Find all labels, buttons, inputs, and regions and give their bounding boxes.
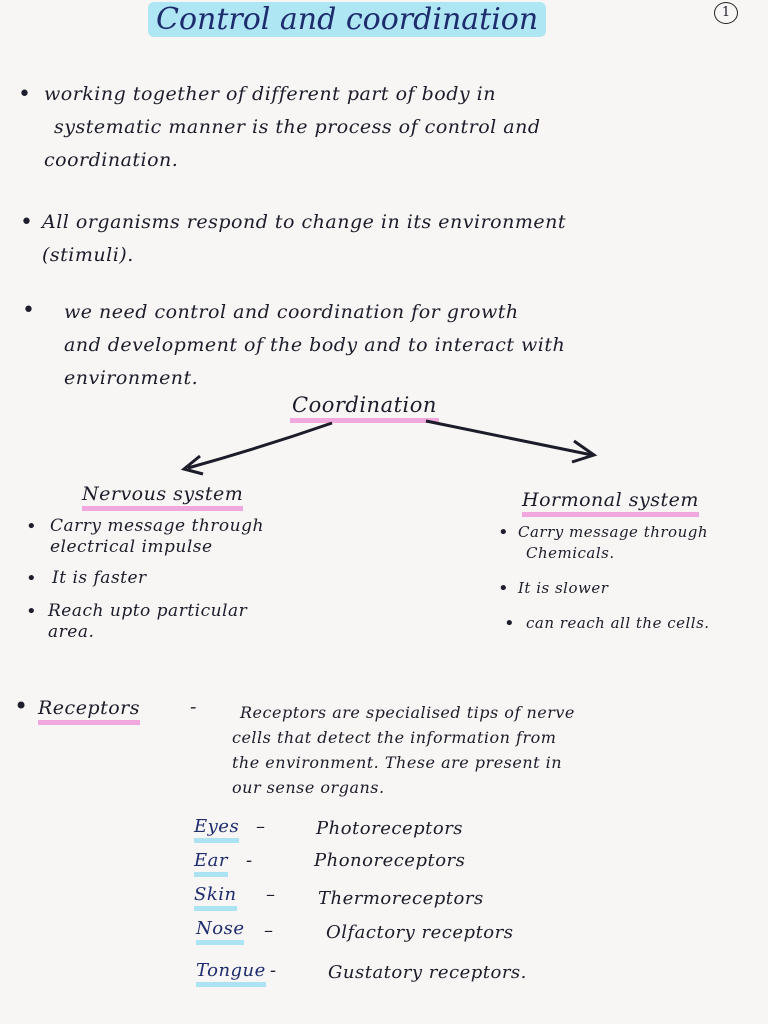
bullet-dot: • <box>498 578 509 599</box>
receptors-term: Receptors <box>38 696 141 725</box>
diagram-root-label: Coordination <box>290 392 439 423</box>
row-dash: – <box>266 884 276 905</box>
point-1: working together of different part of bo… <box>44 78 541 177</box>
nervous-item: • Reach upto particular area. <box>26 601 264 643</box>
row-dash: - <box>246 850 253 871</box>
bullet-dot: • <box>14 692 29 720</box>
nervous-item: • Carry message through electrical impul… <box>26 516 264 558</box>
arrow-right-head <box>571 439 598 464</box>
nervous-system-list: • Carry message through electrical impul… <box>26 516 264 643</box>
bullet-dot: • <box>26 601 37 622</box>
hormonal-system-list: • Carry message through Chemicals. • It … <box>498 522 710 634</box>
row-dash: – <box>256 816 266 837</box>
nervous-system-heading: Nervous system <box>82 482 244 511</box>
nervous-item-line: Reach upto particular <box>48 601 248 621</box>
organ-label: Ear <box>194 850 228 877</box>
arrow-right <box>425 419 593 457</box>
bullet-dot: • <box>20 210 33 235</box>
receptor-type: Gustatory receptors. <box>328 962 527 983</box>
nervous-item: • It is faster <box>26 568 264 589</box>
row-dash: – <box>264 920 274 941</box>
receptor-type: Phonoreceptors <box>314 850 466 871</box>
bullet-dot: • <box>18 82 31 107</box>
definition-line: our sense organs. <box>232 778 385 797</box>
definition-line: the environment. These are present in <box>232 753 563 772</box>
hormonal-system-heading: Hormonal system <box>522 488 699 517</box>
arrow-left <box>187 421 333 470</box>
nervous-item-line: Carry message through <box>50 516 264 536</box>
receptors-dash: - <box>190 696 197 718</box>
hormonal-item: • It is slower <box>498 578 710 599</box>
point-2: All organisms respond to change in its e… <box>42 206 566 272</box>
hormonal-item-line: It is slower <box>518 579 609 597</box>
hormonal-item-line: can reach all the cells. <box>526 614 710 632</box>
point-1-line: coordination. <box>44 149 179 171</box>
point-2-line: (stimuli). <box>42 244 134 266</box>
receptor-type: Olfactory receptors <box>326 922 514 943</box>
page-title-text: Control and coordination <box>148 2 547 37</box>
point-3-line: environment. <box>64 367 199 389</box>
point-3: we need control and coordination for gro… <box>64 296 565 395</box>
hormonal-item-line: Carry message through <box>518 523 709 541</box>
definition-line: Receptors are specialised tips of nerve <box>240 703 575 722</box>
page-title: Control and coordination <box>148 2 547 37</box>
point-3-line: we need control and coordination for gro… <box>64 301 519 323</box>
receptors-definition: Receptors are specialised tips of nerve … <box>232 700 575 800</box>
bullet-dot: • <box>504 613 515 634</box>
nervous-item-line: electrical impulse <box>50 537 213 557</box>
point-1-line: systematic manner is the process of cont… <box>54 116 541 138</box>
point-2-line: All organisms respond to change in its e… <box>42 211 566 233</box>
organ-label: Skin <box>194 884 237 911</box>
receptor-type: Thermoreceptors <box>318 888 484 909</box>
arrow-left-head <box>180 454 204 476</box>
organ-label: Eyes <box>194 816 240 843</box>
hormonal-item: • can reach all the cells. <box>498 613 710 634</box>
hormonal-item-line: Chemicals. <box>526 544 615 562</box>
bullet-dot: • <box>22 298 35 323</box>
nervous-item-line: area. <box>48 622 95 642</box>
organ-label: Nose <box>196 918 245 945</box>
definition-line: cells that detect the information from <box>232 728 557 747</box>
bullet-dot: • <box>26 568 37 589</box>
point-3-line: and development of the body and to inter… <box>64 334 566 356</box>
row-dash: - <box>270 960 277 981</box>
bullet-dot: • <box>498 522 509 543</box>
organ-label: Tongue <box>196 960 266 987</box>
hormonal-item: • Carry message through Chemicals. <box>498 522 710 564</box>
page-number: 1 <box>714 2 738 24</box>
nervous-item-line: It is faster <box>52 568 147 588</box>
receptor-type: Photoreceptors <box>316 818 464 839</box>
point-1-line: working together of different part of bo… <box>44 83 496 105</box>
bullet-dot: • <box>26 516 37 537</box>
